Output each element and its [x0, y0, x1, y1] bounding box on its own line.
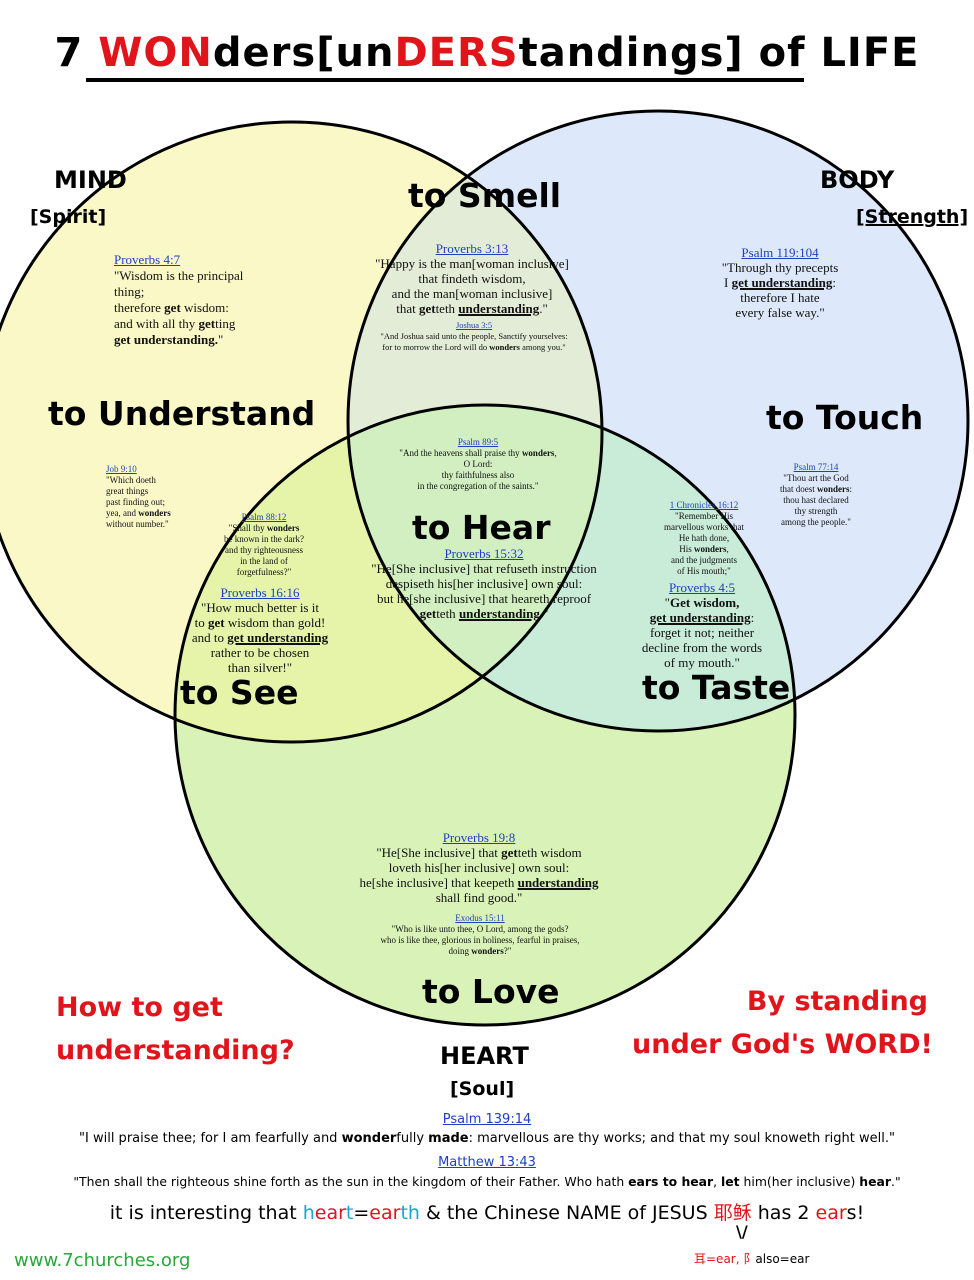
interesting-line: it is interesting that heart=earth & the…: [109, 1202, 865, 1224]
title-underline: [86, 78, 804, 82]
sense-see: to See: [180, 673, 299, 712]
chinese-jesus-name: 耶稣: [713, 1202, 752, 1224]
footer-matthew-13-text: "Then shall the righteous shine forth as…: [73, 1174, 901, 1189]
strength-label: [Strength]: [856, 206, 969, 228]
verse-proverbs-16-16: Proverbs 16:16 "How much better is it to…: [191, 585, 329, 675]
verse-psalm-119-104: Psalm 119:104 "Through thy precepts I ge…: [721, 245, 839, 320]
mind-label: MIND: [54, 166, 127, 194]
sense-smell: to Smell: [408, 176, 562, 215]
verse-proverbs-4-7: Proverbs 4:7 "Wisdom is the principal th…: [114, 252, 244, 347]
ear-arrows: \/: [736, 1222, 748, 1241]
verse-proverbs-4-5: Proverbs 4:5 "Get wisdom, get understand…: [641, 580, 763, 670]
verse-proverbs-19-8: Proverbs 19:8 "He[She inclusive] that ge…: [359, 830, 599, 905]
verse-exodus-15-11: Exodus 15:11 "Who is like unto thee, O L…: [380, 913, 580, 956]
verse-1-chronicles-16-12: 1 Chronicles 16:12 "Remember His marvell…: [664, 500, 744, 576]
page-title: 7 WONders[unDERStandings] of LIFE: [54, 30, 920, 76]
verse-proverbs-15-32: Proverbs 15:32 "He[She inclusive] that r…: [371, 546, 597, 621]
footer-matthew-13-ref: Matthew 13:43: [438, 1155, 536, 1170]
sense-love: to Love: [422, 972, 560, 1011]
footer-psalm-139-text: "I will praise thee; for I am fearfully …: [79, 1131, 895, 1146]
sense-touch: to Touch: [766, 398, 924, 437]
website-link[interactable]: www.7churches.org: [14, 1250, 191, 1271]
ear-note: 耳=ear, 阝also=ear: [694, 1252, 810, 1266]
soul-label: [Soul]: [450, 1078, 515, 1100]
verse-psalm-89-5: Psalm 89:5 "And the heavens shall praise…: [399, 437, 557, 491]
verse-psalm-77-14: Psalm 77:14 "Thou art the God that doest…: [779, 462, 853, 527]
answer-text: By standing under God's WORD!: [632, 986, 933, 1060]
spirit-label: [Spirit]: [30, 206, 107, 228]
question-text: How to get understanding?: [56, 992, 295, 1066]
sense-hear: to Hear: [412, 508, 551, 547]
sense-understand: to Understand: [48, 394, 316, 433]
verse-proverbs-3-13: Proverbs 3:13 "Happy is the man[woman in…: [375, 241, 569, 316]
heart-label: HEART: [440, 1042, 529, 1070]
footer-psalm-139-ref: Psalm 139:14: [442, 1112, 532, 1127]
verse-joshua-3-5: Joshua 3:5 "And Joshua said unto the peo…: [380, 320, 568, 352]
verse-psalm-88-12: Psalm 88:12 "Shall thy wonders be known …: [224, 512, 304, 577]
verse-job-9-10: Job 9:10 "Which doeth great things past …: [106, 464, 171, 529]
sense-taste: to Taste: [642, 668, 791, 707]
body-label: BODY: [820, 166, 895, 194]
